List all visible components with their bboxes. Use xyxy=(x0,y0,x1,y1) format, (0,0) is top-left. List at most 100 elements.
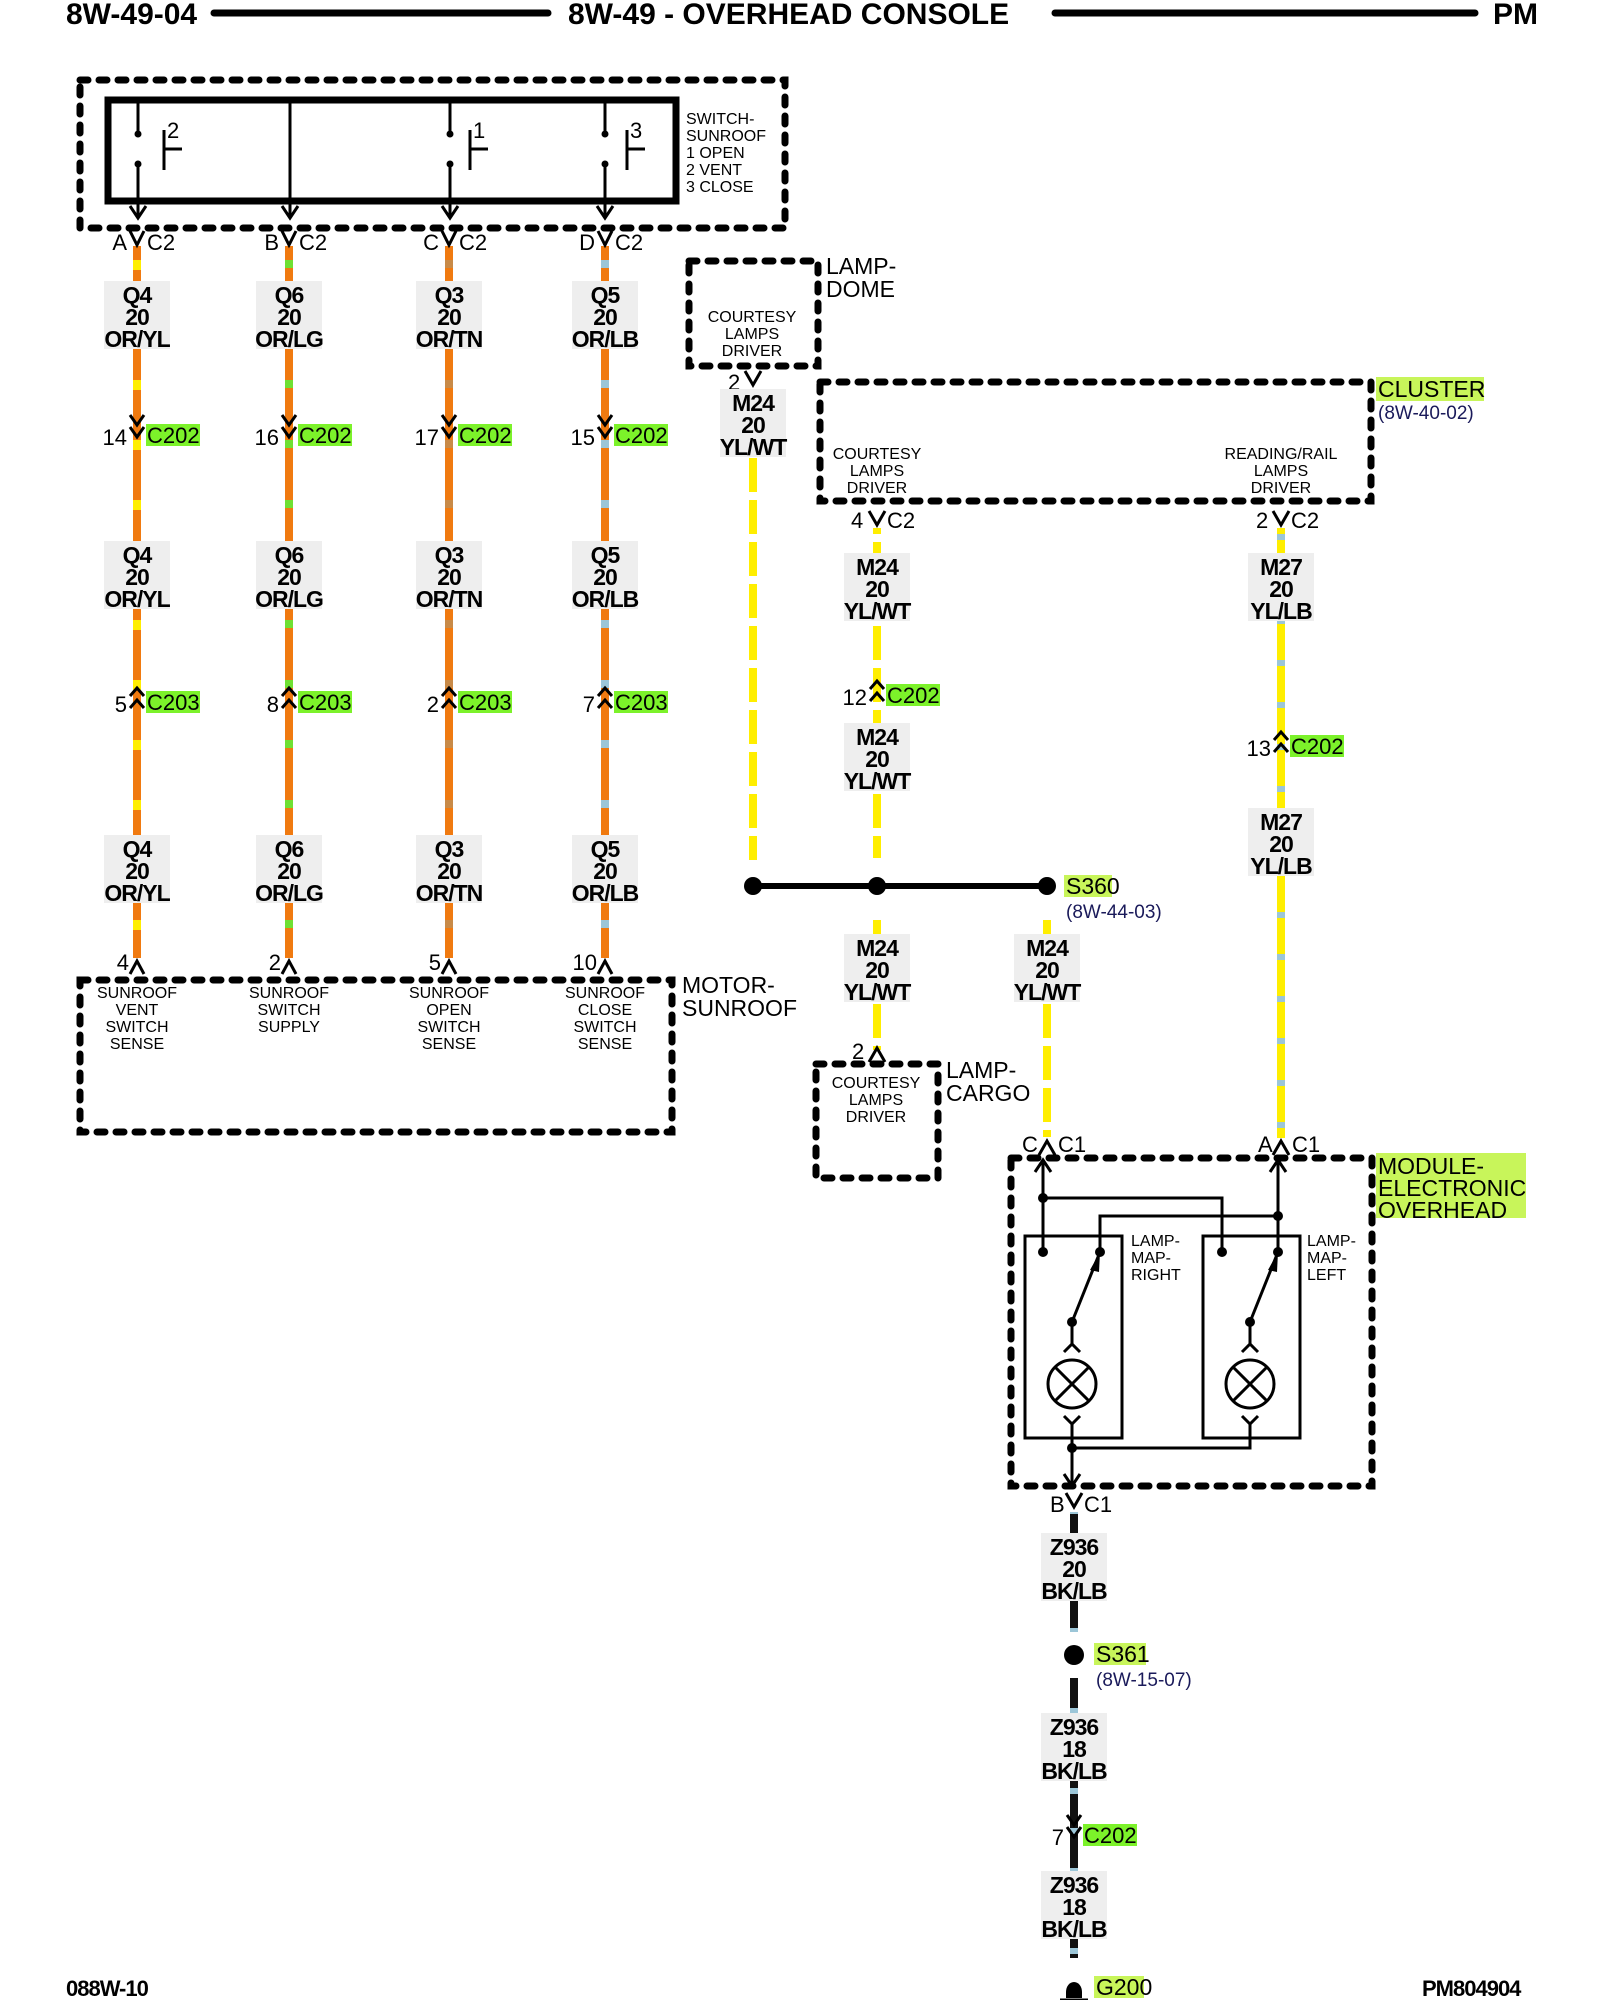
wire-circuit: Q6 xyxy=(275,836,304,862)
motor-pin-number: 2 xyxy=(269,950,281,975)
wire-color: OR/TN xyxy=(416,326,483,352)
pin-chevron-icon xyxy=(280,230,298,249)
wire-gauge: 20 xyxy=(1035,957,1059,983)
connector-name: C202 xyxy=(1084,1823,1137,1848)
wire-m24-dome[interactable] xyxy=(749,390,757,860)
lamp-map-right-label-1: LAMP- xyxy=(1131,1233,1180,1250)
connector-chevron-icon xyxy=(440,685,458,697)
connector-chevron-icon xyxy=(128,414,146,428)
wire-color: YL/WT xyxy=(1014,979,1081,1005)
pin-chevron-icon xyxy=(596,230,614,249)
motor-pin-function: SENSE xyxy=(422,1036,476,1053)
wire-label-bg xyxy=(844,553,910,621)
wire-label-bg xyxy=(1041,1871,1107,1939)
wire-label-bg xyxy=(844,723,910,791)
wire-z936-18[interactable] xyxy=(1070,1678,1078,1958)
wire-gauge: 20 xyxy=(865,957,889,983)
module-label-3: OVERHEAD xyxy=(1378,1197,1507,1223)
connector-chevron-icon xyxy=(440,697,458,709)
wire-color: YL/WT xyxy=(844,979,911,1005)
s361-ref[interactable]: (8W-15-07) xyxy=(1096,1670,1192,1691)
lamp-bulb-left-icon xyxy=(1224,1358,1276,1410)
connector-chevron-icon xyxy=(128,685,146,697)
connector-chevron-icon xyxy=(1272,729,1290,741)
motor-sunroof-label-2: SUNROOF xyxy=(682,995,797,1021)
switch-pin-cavity: B xyxy=(264,230,279,255)
wire-color: YL/LB xyxy=(1250,598,1312,624)
connector-pin: 13 xyxy=(1247,736,1271,761)
module-pin-b: B xyxy=(1050,1492,1065,1517)
connector-pin: 17 xyxy=(415,425,439,450)
ground-g200[interactable]: G200 xyxy=(1060,1974,1152,2000)
module-boundary xyxy=(1007,1154,1376,1490)
connector-pin: 7 xyxy=(1052,1825,1064,1850)
switch-sunroof[interactable]: SWITCH- SUNROOF 1 OPEN 2 VENT 3 CLOSE 2 … xyxy=(76,76,789,232)
s360-highlight xyxy=(1064,875,1112,897)
g200-highlight xyxy=(1094,1976,1144,1998)
wire-color: OR/LB xyxy=(572,326,639,352)
wire-color: OR/YL xyxy=(104,586,170,612)
lamp-cargo[interactable]: 2 LAMP- CARGO COURTESY LAMPS DRIVER xyxy=(812,1039,1030,1182)
wire-label-bg xyxy=(104,541,170,609)
cluster-ref[interactable]: (8W-40-02) xyxy=(1378,403,1474,424)
page-title: 8W-49 - OVERHEAD CONSOLE xyxy=(568,0,1009,31)
connector-chevron-icon xyxy=(596,426,614,440)
connector-name: C203 xyxy=(147,690,200,715)
wire-gauge: 20 xyxy=(277,564,301,590)
motor-pin-function: CLOSE xyxy=(578,1002,632,1019)
module-electronic-overhead[interactable]: C C1 A C1 MODULE- ELECTRONIC OVERHEAD xyxy=(1007,1132,1526,1490)
connector-pin: 8 xyxy=(267,692,279,717)
lamp-cargo-pin-number: 2 xyxy=(852,1039,864,1064)
connector-pin: 12 xyxy=(843,685,867,710)
motor-pin-function: SUNROOF xyxy=(97,985,177,1002)
switch-contact-vent-icon: 2 xyxy=(128,103,182,221)
switch-pin-connector: C2 xyxy=(147,230,175,255)
motor-pin-function: OPEN xyxy=(426,1002,471,1019)
wire-color: YL/LB xyxy=(1250,853,1312,879)
c202-pin-7[interactable]: 7 C202 xyxy=(1052,1814,1137,1850)
wire-gauge: 20 xyxy=(277,858,301,884)
splice-s360[interactable]: S360 (8W-44-03) xyxy=(744,873,1162,923)
motor-sunroof-boundary xyxy=(76,976,676,1136)
wire-color: BK/LB xyxy=(1041,1758,1107,1784)
cluster-boundary xyxy=(816,378,1375,505)
cluster[interactable]: CLUSTER (8W-40-02) COURTESY LAMPS DRIVER… xyxy=(816,376,1485,505)
wire-circuit: M24 xyxy=(856,554,899,580)
motor-pin-number: 4 xyxy=(117,950,129,975)
wire-label-bg xyxy=(572,541,638,609)
lamp-dome[interactable]: LAMP- DOME COURTESY LAMPS DRIVER xyxy=(685,253,896,370)
c203-pin-5[interactable]: 5 C203 xyxy=(115,685,200,717)
wire-color: OR/LG xyxy=(255,880,323,906)
wire-circuit: M24 xyxy=(732,390,775,416)
wire-circuit: M27 xyxy=(1260,554,1302,580)
wire-label-bg xyxy=(1248,553,1314,621)
g200-label: G200 xyxy=(1096,1974,1152,2000)
wire-circuit: Q3 xyxy=(435,542,464,568)
connector-chevron-icon xyxy=(868,690,886,702)
cluster-left-func-3: DRIVER xyxy=(847,480,907,497)
page-code: PM xyxy=(1493,0,1538,31)
wire-m24-module[interactable] xyxy=(1043,915,1051,1137)
connector-pin: 5 xyxy=(115,692,127,717)
cluster-right-func-1: READING/RAIL xyxy=(1225,446,1338,463)
motor-sunroof[interactable]: MOTOR- SUNROOF xyxy=(76,972,797,1136)
wire-circuit: Z936 xyxy=(1050,1872,1099,1898)
s360-ref[interactable]: (8W-44-03) xyxy=(1066,902,1162,923)
wire-gauge: 20 xyxy=(865,576,889,602)
contact-label-2: 2 xyxy=(167,118,179,143)
